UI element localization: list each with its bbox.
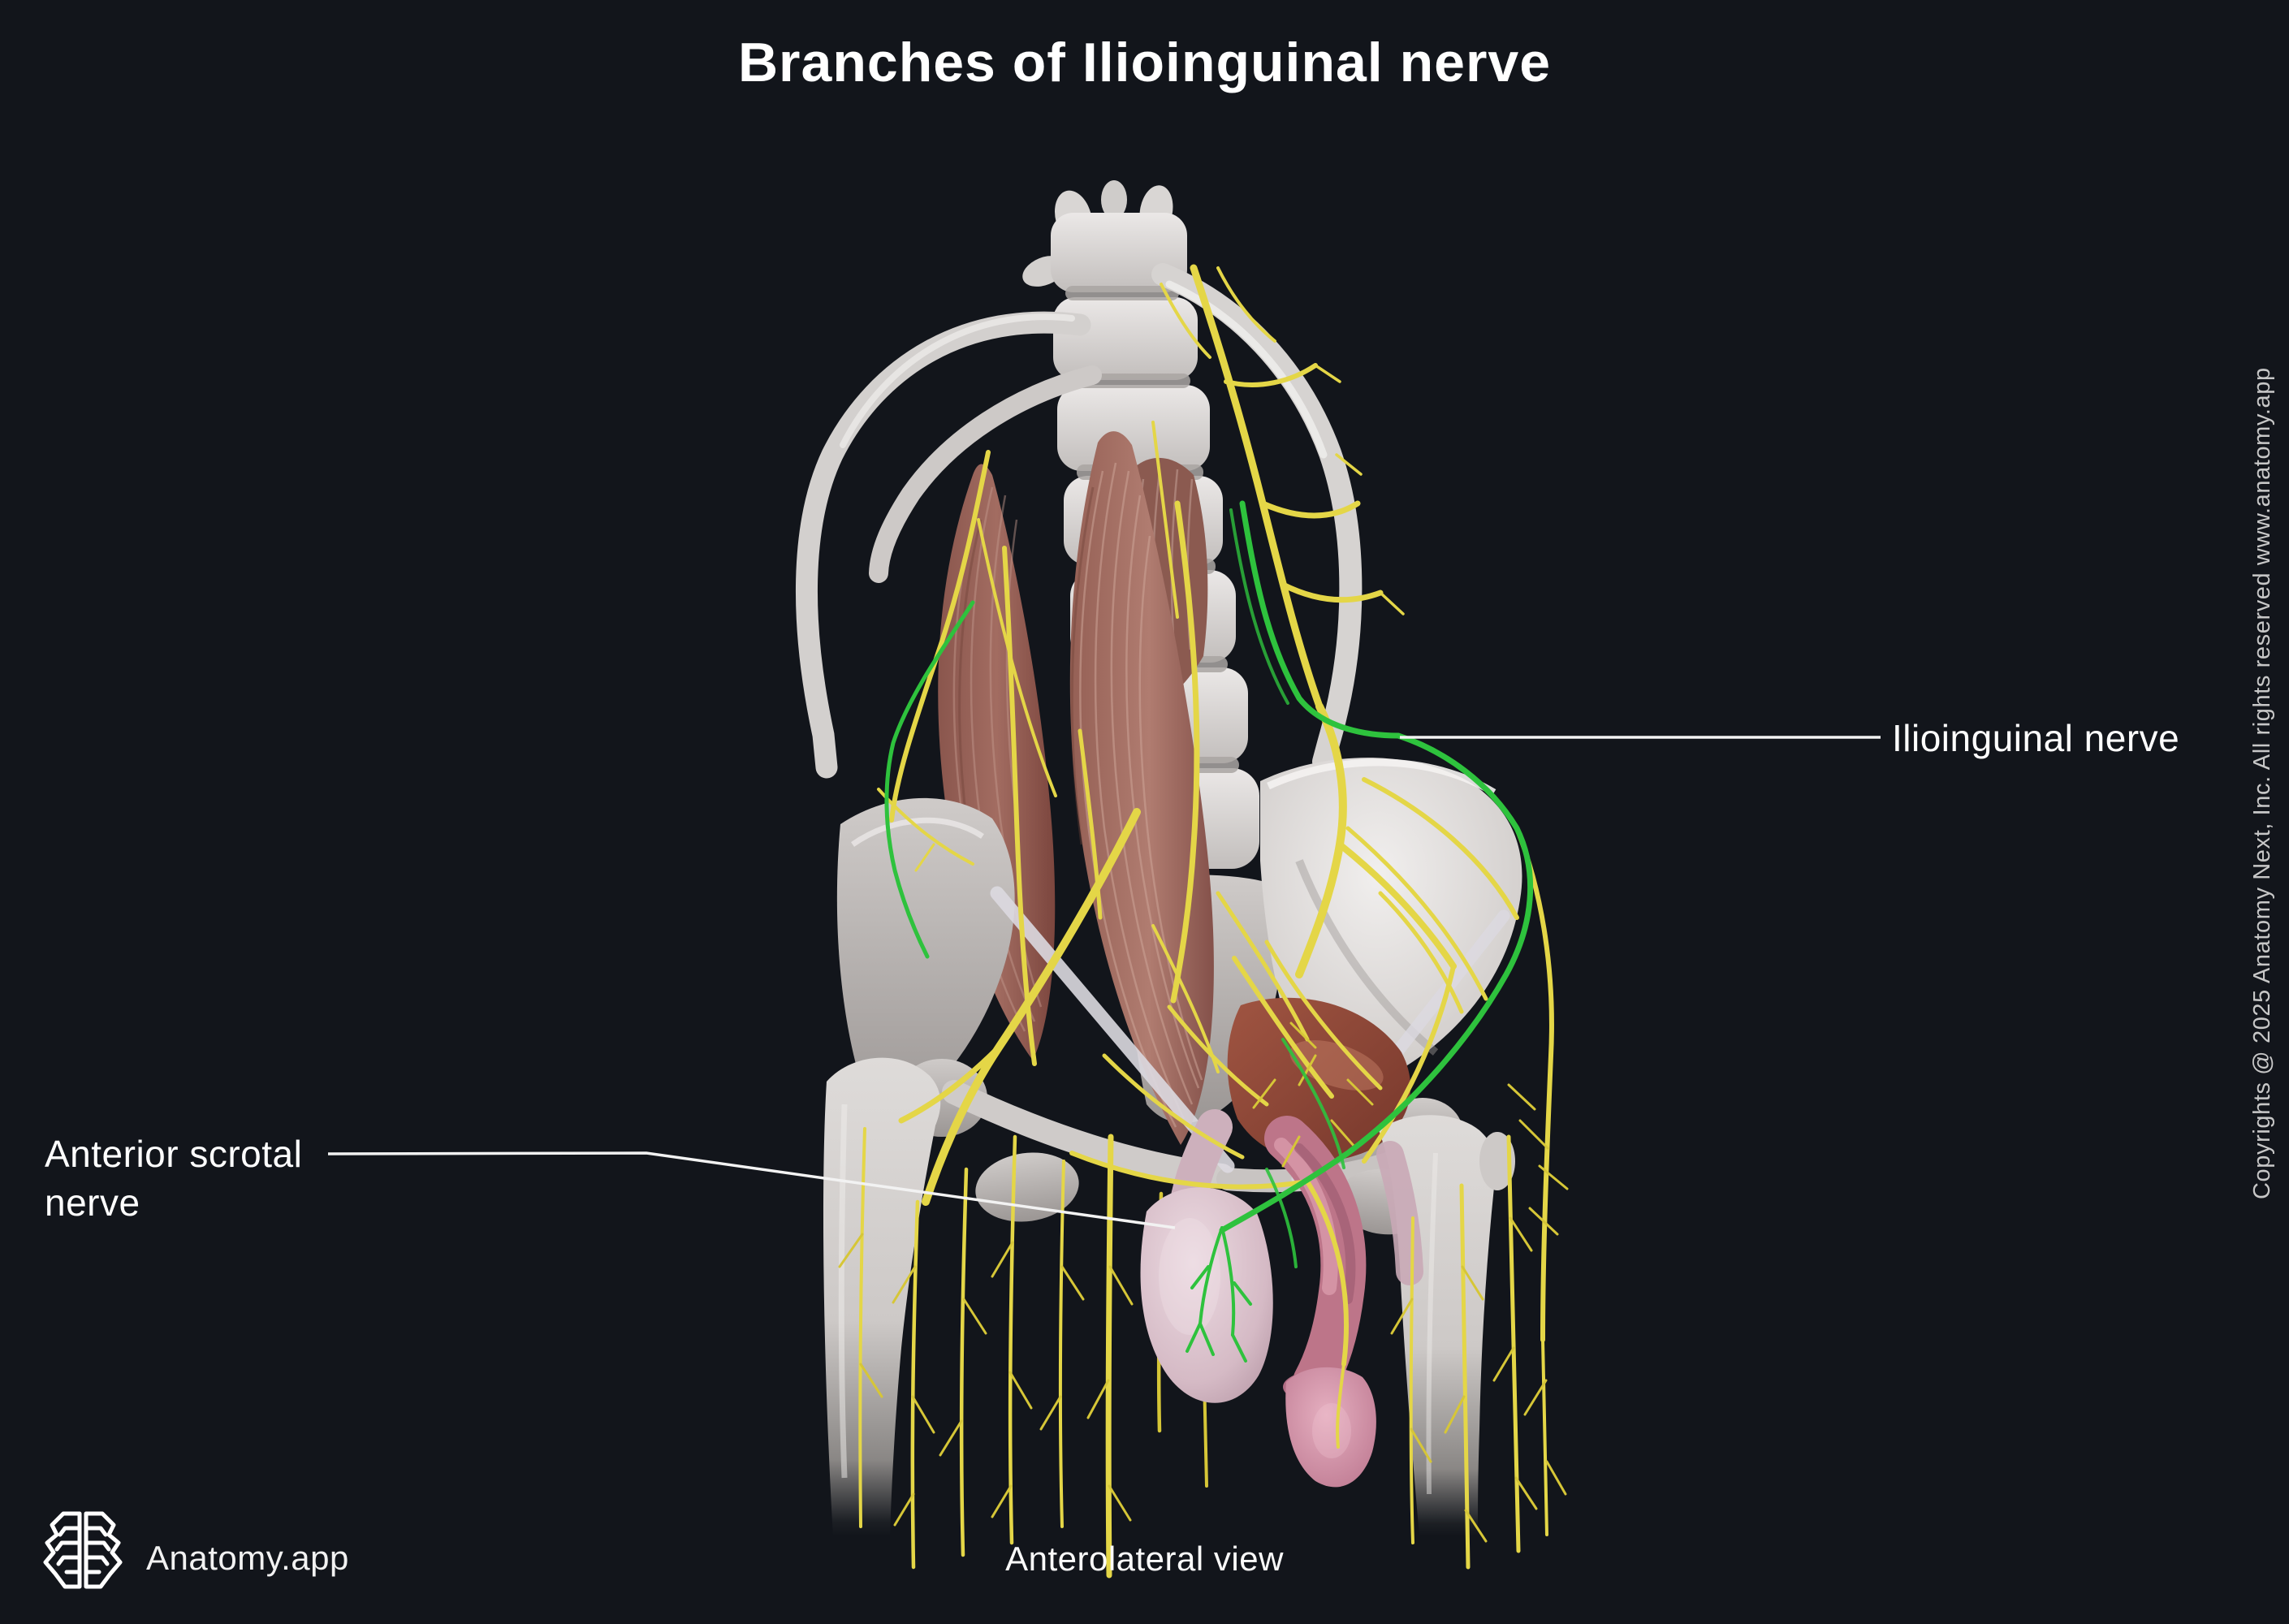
left-inguinal-ligament [990,886,1235,1173]
left-rib-outer [795,311,1091,779]
left-ischium [975,1152,1079,1222]
page-title: Branches of Ilioinguinal nerve [737,32,1552,93]
left-rib-inner [869,365,1102,583]
brain-circuit-icon [43,1511,123,1589]
glans [1285,1367,1376,1488]
view-caption: Anterolateral view [1005,1540,1284,1578]
right-rib [1151,263,1363,773]
label-ilioinguinal-nerve: Ilioinguinal nerve [1892,717,2180,759]
ilioinguinal-nerve-left-branch [884,600,975,959]
label-anterior-scrotal-nerve: Anterior scrotal nerve [45,1133,303,1224]
left-ilium [836,797,1015,1130]
copyright-notice: Copyrights @ 2025 Anatomy Next, Inc. All… [2249,367,2275,1200]
nerve-plexus-yellow [858,264,1554,1579]
ilioinguinal-nerve-main [1219,500,1534,1233]
brand-name: Anatomy.app [146,1539,349,1577]
leader-line-anterior-scrotal [327,1151,1176,1229]
leader-lines [327,736,1881,1229]
left-femur [823,1057,941,1536]
right-spermatic-cord [1376,1141,1423,1285]
nerve-twigs-yellow [838,1021,1569,1543]
ribs [795,263,1363,779]
ilioinguinal-nerve-highlight [884,500,1534,1268]
anterior-scrotal-nerve-branches [1186,1226,1252,1363]
